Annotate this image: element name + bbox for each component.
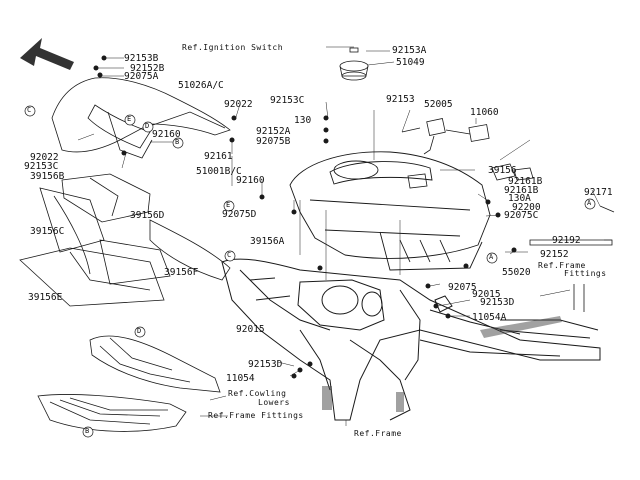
callout-letter-e-upper: E [127, 115, 132, 123]
ref-frame: Ref.Frame [354, 429, 402, 438]
part-label-55020: 55020 [502, 267, 531, 278]
part-label-92153a: 92153A [392, 45, 427, 56]
part-label-92022-left: 92022 [30, 152, 59, 163]
part-label-51001bc: 51001B/C [196, 166, 242, 177]
callout-letter-a-mid: A [489, 253, 494, 261]
part-label-92075b: 92075B [256, 136, 291, 147]
callout-b-upper [172, 137, 184, 149]
part-label-39156a: 39156A [250, 236, 285, 247]
part-label-39156f: 39156F [164, 267, 199, 278]
callout-d-lower [134, 326, 146, 338]
part-label-92153d-left: 92153D [248, 359, 283, 370]
ref-cowling-lowers-line2: Lowers [258, 398, 290, 407]
part-label-92075: 92075 [448, 282, 477, 293]
part-label-130: 130 [294, 115, 312, 126]
ref-frame-fittings-right-line2: Fittings [564, 269, 607, 278]
part-label-92153b: 92153B [124, 53, 159, 64]
part-label-92075c: 92075C [504, 210, 539, 221]
callout-letter-c-mid: C [227, 251, 232, 259]
callout-letter-c-top: C [27, 106, 32, 114]
ref-frame-fittings-bottom: Ref.Frame Fittings [208, 411, 304, 420]
part-label-39156: 39156 [488, 165, 517, 176]
part-label-92161b-1: 92161B [508, 176, 543, 187]
part-label-92160-upper: 92160 [152, 129, 181, 140]
part-label-51026ac: 51026A/C [178, 80, 224, 91]
part-label-92152b: 92152B [130, 63, 165, 74]
part-label-92171: 92171 [584, 187, 613, 198]
part-label-92161: 92161 [204, 151, 233, 162]
callout-a-right [584, 198, 596, 210]
callout-e-upper [124, 114, 136, 126]
part-label-11054a: 11054A [472, 312, 507, 323]
part-label-130a: 130A [508, 193, 531, 204]
part-label-11060: 11060 [470, 107, 499, 118]
callout-c-top [24, 105, 36, 117]
part-label-11054: 11054 [226, 373, 255, 384]
ref-frame-fittings-right-line1: Ref.Frame [538, 261, 586, 270]
callout-circles [24, 105, 596, 438]
callout-letter-b-lower: B [85, 427, 90, 435]
part-label-39156e: 39156E [28, 292, 63, 303]
part-label-92015-right: 92015 [472, 289, 501, 300]
hardware-bolts [93, 55, 517, 379]
part-label-92153: 92153 [386, 94, 415, 105]
part-label-92192: 92192 [552, 235, 581, 246]
callout-b-lower [82, 426, 94, 438]
part-label-39156c: 39156C [30, 226, 65, 237]
callout-a-mid [486, 252, 498, 264]
callout-letter-d-lower: D [137, 327, 142, 335]
callout-letter-a-right: A [587, 199, 592, 207]
part-label-92160-lower: 92160 [236, 175, 265, 186]
callout-d-upper [142, 121, 154, 133]
leader-lines [77, 46, 612, 426]
part-label-92153c-upper: 92153C [270, 95, 305, 106]
part-label-39156d: 39156D [130, 210, 165, 221]
callout-letter-e-mid: E [226, 201, 231, 209]
tank-cover-parts [19, 77, 231, 307]
part-label-92152a: 92152A [256, 126, 291, 137]
insulator-pads [407, 163, 534, 189]
fuel-tank [289, 151, 491, 271]
part-label-92075d: 92075D [222, 209, 257, 220]
ref-cowling-lowers-line1: Ref.Cowling [228, 389, 287, 398]
part-label-92153c-left: 92153C [24, 161, 59, 172]
part-label-92015-left: 92015 [236, 324, 265, 335]
part-label-52005: 52005 [424, 99, 453, 110]
part-label-92161b-2: 92161B [504, 185, 539, 196]
front-direction-arrow-icon [20, 38, 74, 70]
part-label-92022-upper: 92022 [224, 99, 253, 110]
fuel-cap [339, 47, 369, 81]
part-label-51049: 51049 [396, 57, 425, 68]
part-label-39156b: 39156B [30, 171, 65, 182]
frame-shading [322, 316, 562, 412]
lower-cowling [37, 335, 221, 432]
callout-letter-b-upper: B [175, 138, 180, 146]
part-label-92153d-right: 92153D [480, 297, 515, 308]
rear-rod [529, 205, 615, 312]
callout-e-mid [223, 200, 235, 212]
part-label-92152: 92152 [540, 249, 569, 260]
part-label-92200: 92200 [512, 202, 541, 213]
callout-c-mid [224, 250, 236, 262]
part-label-92075a: 92075A [124, 71, 159, 82]
fuel-pump [401, 118, 490, 155]
ref-ignition-switch: Ref.Ignition Switch [182, 43, 284, 52]
callout-letter-d-upper: D [145, 122, 150, 130]
